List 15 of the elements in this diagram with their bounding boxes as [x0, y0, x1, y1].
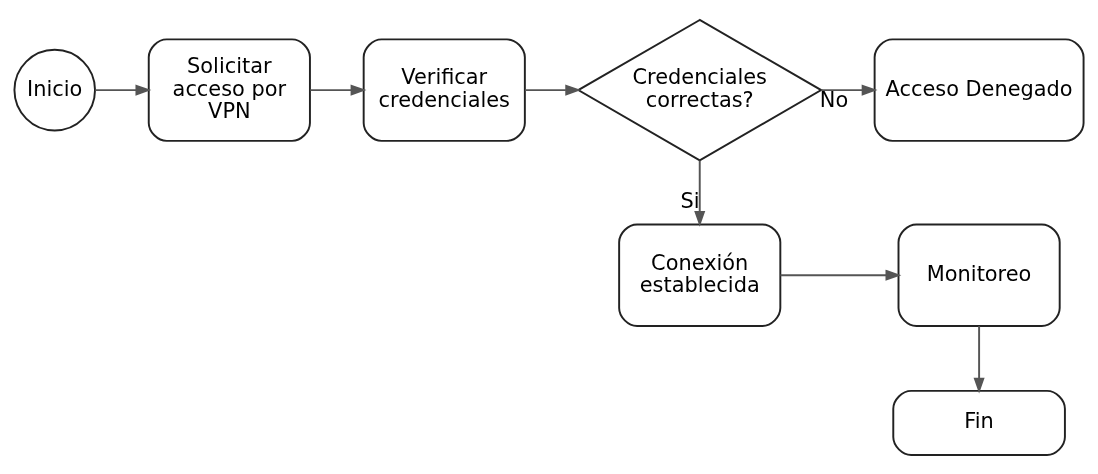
- arrow: [973, 324, 985, 394]
- node-box: Monitoreo: [897, 222, 1061, 327]
- node-box: Solicitar acceso por VPN: [147, 37, 311, 142]
- edge-label: Si: [680, 188, 700, 213]
- arrow: [94, 84, 152, 96]
- arrow: [524, 84, 582, 96]
- node-box: Acceso Denegado: [873, 37, 1085, 142]
- arrow: [309, 84, 367, 96]
- arrow: [694, 159, 706, 227]
- node-box: Verificar credenciales: [362, 37, 526, 142]
- node-circle: Inicio: [13, 48, 96, 131]
- node-box: Fin: [892, 389, 1066, 456]
- node-box: Conexión establecida: [618, 222, 782, 327]
- arrow: [820, 84, 878, 96]
- arrow: [779, 269, 902, 281]
